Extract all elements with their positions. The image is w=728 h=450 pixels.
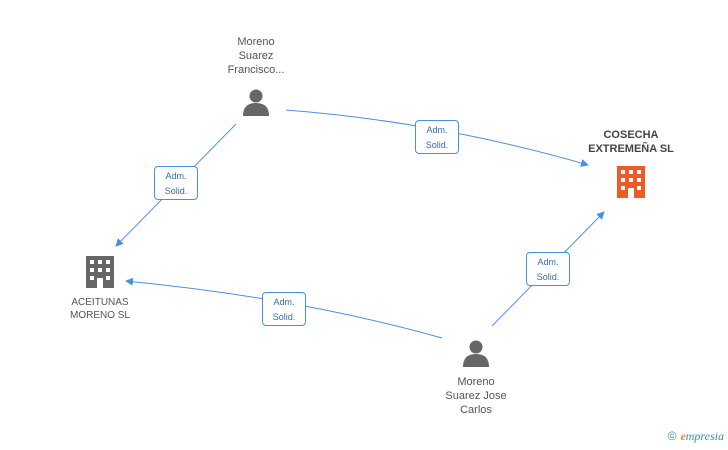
company-label-aceitunas[interactable]: ACEITUNAS MORENO SL xyxy=(69,297,130,321)
building-icon[interactable] xyxy=(86,256,114,288)
person-label-jose[interactable]: Moreno Suarez Jose Carlos xyxy=(445,376,507,416)
copyright-symbol: © xyxy=(667,429,677,443)
person-label-francisco[interactable]: Moreno Suarez Francisco... xyxy=(227,36,285,76)
edge-label-francisco-cosecha: Adm. Solid. xyxy=(415,120,459,154)
company-label-cosecha[interactable]: COSECHA EXTREMEÑA SL xyxy=(588,129,674,155)
edge-label-francisco-aceitunas: Adm. Solid. xyxy=(154,166,198,200)
person-icon[interactable] xyxy=(463,340,489,368)
brand-initial: e xyxy=(680,429,686,443)
building-icon[interactable] xyxy=(617,166,645,198)
empresia-watermark: ©empresia xyxy=(668,429,724,444)
brand-name: mpresia xyxy=(685,429,724,443)
person-icon[interactable] xyxy=(243,89,269,117)
edge-label-jose-aceitunas: Adm. Solid. xyxy=(262,292,306,326)
edge-label-jose-cosecha: Adm. Solid. xyxy=(526,252,570,286)
